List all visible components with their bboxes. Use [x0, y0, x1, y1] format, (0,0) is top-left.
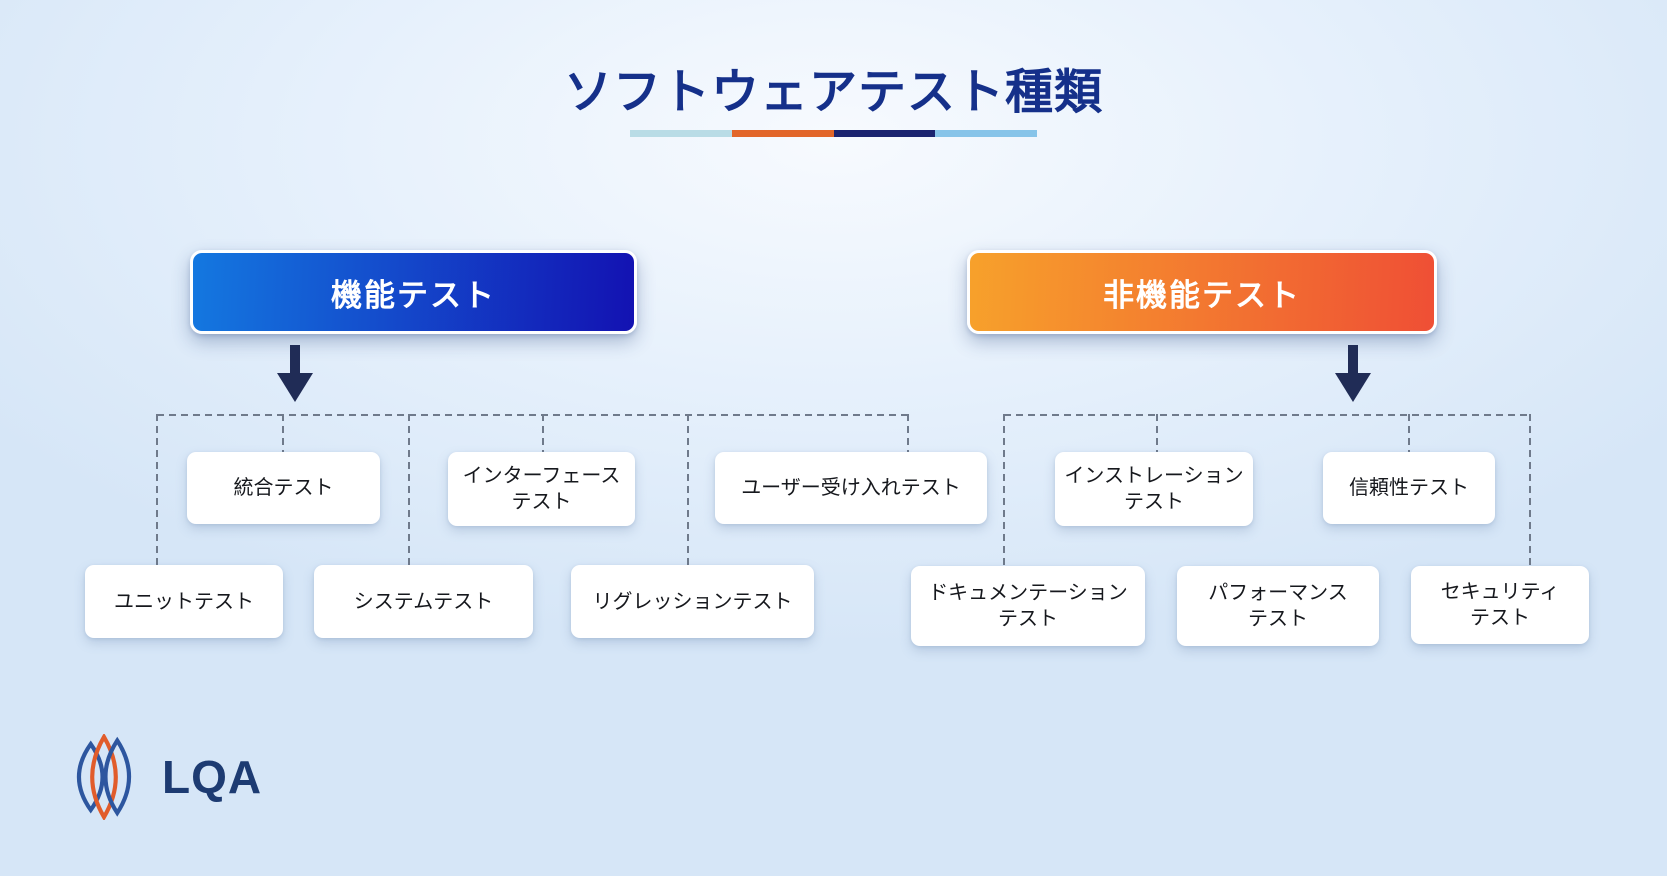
- test-node-installation: インストレーション テスト: [1055, 452, 1253, 526]
- connector-drop-interface-test: [542, 414, 544, 452]
- non-functional-test-category-box: 非機能テスト: [967, 250, 1437, 334]
- page-title: ソフトウェアテスト種類: [563, 66, 1103, 119]
- down-arrow-icon: [277, 345, 313, 402]
- connector-drop-system-test: [408, 414, 410, 565]
- lqa-logo-icon: [77, 734, 132, 820]
- lqa-logo-text: LQA: [162, 751, 263, 803]
- test-node-reliability: 信頼性テスト: [1323, 452, 1495, 524]
- divider-segment-sky: [935, 130, 1037, 137]
- connector-drop-unit-test: [156, 414, 158, 565]
- test-node-integration: 統合テスト: [187, 452, 380, 524]
- test-node-performance: パフォーマンス テスト: [1177, 566, 1379, 646]
- connector-drop-security-test: [1529, 414, 1531, 567]
- test-node-user-acceptance: ユーザー受け入れテスト: [715, 452, 987, 524]
- connector-drop-integration-test: [282, 414, 284, 452]
- divider-segment-orange: [731, 130, 834, 137]
- title-divider: [630, 130, 1037, 137]
- test-node-documentation: ドキュメンテーション テスト: [911, 566, 1145, 646]
- test-node-unit: ユニットテスト: [85, 565, 283, 638]
- test-node-security: セキュリティ テスト: [1411, 566, 1589, 644]
- down-arrow-icon: [1335, 345, 1371, 402]
- connector-horizontal-functional: [157, 414, 908, 416]
- connector-drop-user-acceptance-test: [907, 414, 909, 452]
- connector-drop-regression-test: [687, 414, 689, 565]
- test-node-interface: インターフェース テスト: [448, 452, 635, 526]
- test-node-regression: リグレッションテスト: [571, 565, 814, 638]
- functional-test-category-box: 機能テスト: [190, 250, 637, 334]
- connector-drop-documentation-test: [1003, 414, 1005, 567]
- connector-horizontal-non-functional: [1004, 414, 1530, 416]
- divider-segment-navy: [833, 130, 936, 137]
- lqa-logo: LQA: [64, 734, 262, 820]
- connector-drop-reliability-test: [1408, 414, 1410, 452]
- connector-drop-installation-test: [1156, 414, 1158, 452]
- divider-segment-pale-blue: [630, 130, 732, 137]
- test-node-system: システムテスト: [314, 565, 533, 638]
